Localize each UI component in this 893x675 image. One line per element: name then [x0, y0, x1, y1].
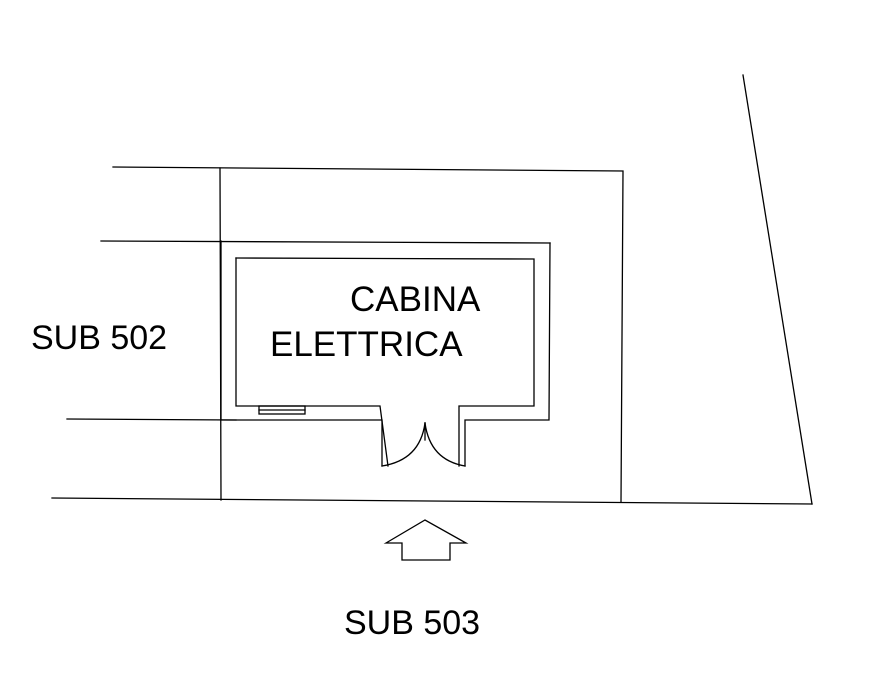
- room-label-line-2: ELETTRICA: [270, 325, 463, 364]
- sub502-bottom-line: [66, 418, 237, 421]
- sub502-top-line: [100, 240, 551, 244]
- building-outer-wall-left: [220, 240, 383, 467]
- parcel-bottom-boundary: [51, 497, 813, 505]
- door-swing-right: [424, 422, 466, 467]
- slanted-boundary: [742, 74, 813, 505]
- room-label-line-1: CABINA: [350, 280, 481, 319]
- parcel-top-boundary: [112, 166, 624, 503]
- building-inner-wall: [235, 257, 535, 467]
- door-swing-left: [381, 422, 426, 467]
- entrance-arrow-icon: [383, 519, 469, 561]
- wall-lines: [51, 74, 813, 561]
- building-outer-wall: [464, 242, 551, 467]
- building-inner-wall-left: [235, 257, 389, 467]
- left-unit-label: SUB 502: [31, 319, 167, 357]
- bottom-unit-label: SUB 503: [344, 604, 480, 642]
